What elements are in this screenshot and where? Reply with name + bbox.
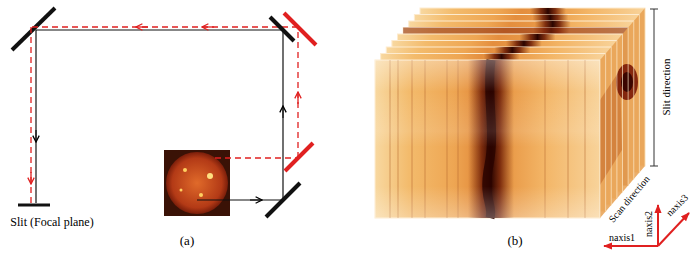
ray-arrow [282,106,283,118]
slice-shading [375,60,600,218]
slice-edge [622,34,623,192]
slice-edge [639,15,640,173]
data-cube [375,6,648,220]
tick [650,166,658,167]
active-region [180,189,183,192]
slice-edge [611,47,612,205]
ray-arrow [30,172,31,184]
slice-face [375,60,600,218]
figure-label: (a) [180,234,194,248]
sunspot [616,64,638,100]
slice-edge [628,28,629,186]
slice-edge [616,41,617,199]
light-ray [215,157,298,158]
active-region [207,173,213,179]
figure-label: (b) [507,234,522,248]
light-ray [36,29,283,30]
light-ray [30,27,31,203]
mirror [12,8,55,50]
figure-label: Slit direction [660,58,672,115]
mirror [266,183,300,217]
active-region [199,193,203,197]
active-region [183,168,187,172]
mirror [284,13,316,45]
axis-arrow [658,213,689,246]
ray-arrow [202,26,214,27]
slice-edge [645,8,646,166]
ray-arrow [35,130,36,142]
light-ray [31,26,298,27]
ray-arrow [250,199,262,200]
sun-image [164,150,230,216]
mirror [285,143,313,171]
axis-arrow [657,205,659,246]
ray-arrow [136,26,148,27]
figure-label: naxis3 [664,192,690,218]
slice-edge [600,60,601,218]
figure-label: Slit (Focal plane) [10,216,93,229]
slice-edge [605,54,606,212]
figure-label: naxis2 [643,211,654,237]
spectrum-front [375,60,600,218]
ray-arrow [297,92,298,104]
light-ray [35,30,36,203]
light-ray [197,199,283,200]
axis-arrow [604,245,658,247]
light-ray [282,30,283,200]
light-ray [297,27,298,158]
figure-label: naxis1 [609,232,635,243]
slit-direction-line [654,9,655,166]
tick [650,9,658,10]
slit [18,204,50,207]
sun-disk [166,152,228,214]
slice-edge [633,21,634,179]
